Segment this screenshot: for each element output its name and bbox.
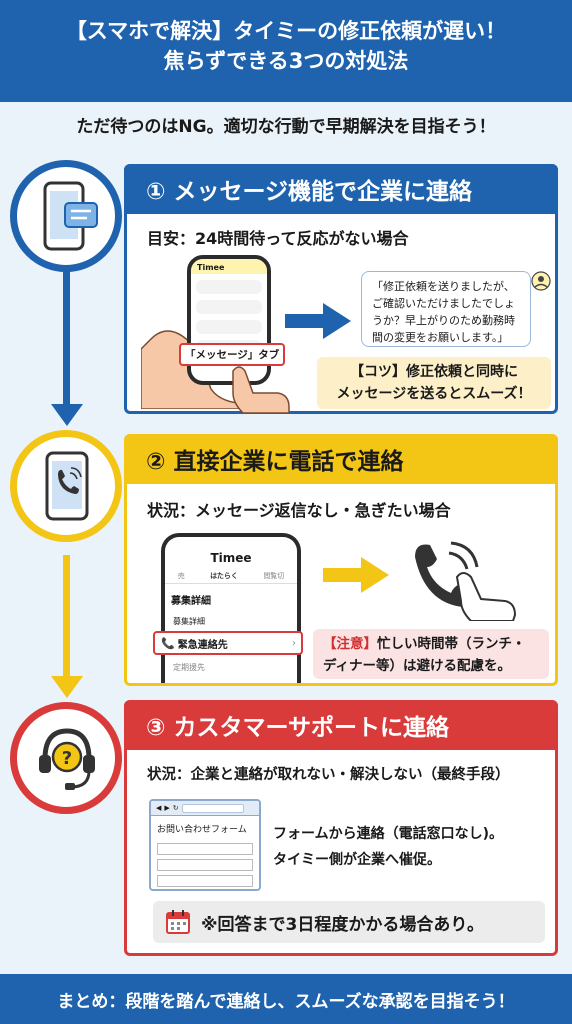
flow-arrow-2-icon	[51, 676, 83, 698]
form-field[interactable]	[157, 843, 253, 855]
page-header: 【スマホで解決】タイミーの修正依頼が遅い！ 焦らずできる3つの対処法	[0, 0, 572, 102]
svg-text:?: ?	[62, 748, 72, 769]
right-arrow-icon	[323, 557, 389, 593]
step3-desc-line1: フォームから連絡（電話窓口なし)。	[273, 826, 503, 842]
step1-tip-line2: メッセージを送るとスムーズ！	[336, 386, 532, 402]
step2-icon-circle	[10, 430, 122, 542]
step1-app-name: Timee	[191, 259, 267, 274]
step3-desc-line2: タイミー側が企業へ催促。	[273, 852, 441, 868]
step3-icon-circle: ?	[10, 702, 122, 814]
step2-panel: ② 直接企業に電話で連絡 状況：メッセージ返信なし・急ぎたい場合 Timee 売…	[124, 434, 558, 686]
step1-title: ① メッセージ機能で企業に連絡	[124, 164, 558, 214]
form-label: お問い合わせフォーム	[157, 825, 247, 835]
phone-small-icon: 📞	[161, 636, 175, 650]
step2-row[interactable]: 募集詳細	[165, 611, 297, 633]
inquiry-form-window: ◀ ▶ ↻ お問い合わせフォーム	[149, 799, 261, 891]
step1-tip-line1: 【コツ】修正依頼と同時に	[350, 364, 518, 380]
phone-message-icon	[43, 181, 98, 251]
step2-tab[interactable]: 売	[177, 572, 185, 580]
step2-tabs: 売 はたらく 閲覧切	[165, 571, 297, 584]
summary-footer: まとめ：段階を踏んで連絡し、スムーズな承認を目指そう！	[0, 974, 572, 1024]
step1-icon-circle	[10, 160, 122, 272]
step1-phone: Timee	[187, 255, 271, 385]
step2-subtitle: 状況：メッセージ返信なし・急ぎたい場合	[147, 501, 451, 520]
forward-icon[interactable]: ▶	[164, 804, 170, 812]
emergency-contact-row[interactable]: 📞 緊急連絡先 ›	[153, 631, 303, 655]
step1-panel: ① メッセージ機能で企業に連絡 目安：24時間待って反応がない場合 Timee …	[124, 164, 558, 414]
pointing-finger-icon	[455, 572, 517, 621]
address-bar[interactable]	[181, 803, 244, 813]
phone-call-icon	[45, 451, 89, 521]
step2-title: ② 直接企業に電話で連絡	[124, 434, 558, 484]
step2-app-name: Timee	[210, 551, 252, 565]
calendar-icon	[166, 910, 190, 934]
step3-notice: ※回答まで3日程度かかる場合あり。	[153, 901, 545, 943]
note-text-line2: ディナー等）は避ける配慮を。	[323, 658, 512, 674]
step2-phone: Timee 売 はたらく 閲覧切 募集詳細 募集詳細 定期援先	[161, 533, 301, 683]
page-title-line2: 焦らずできる3つの対処法	[163, 49, 409, 73]
step1-list-row	[196, 300, 262, 314]
chevron-right-icon: ›	[292, 637, 296, 649]
form-window-bar: ◀ ▶ ↻	[151, 801, 259, 816]
right-arrow-icon	[285, 303, 351, 339]
step1-list-row	[196, 320, 262, 334]
user-avatar-icon	[531, 271, 551, 291]
step2-row[interactable]: 定期援先	[173, 663, 205, 672]
step3-description: フォームから連絡（電話窓口なし)。 タイミー側が企業へ催促。	[273, 821, 503, 873]
step3-notice-text: ※回答まで3日程度かかる場合あり。	[201, 914, 485, 935]
flow-arrow-1-icon	[51, 404, 83, 426]
step1-subtitle: 目安：24時間待って反応がない場合	[147, 229, 409, 248]
note-text-line1: 忙しい時間帯（ランチ・	[377, 636, 526, 652]
flow-line-1	[63, 262, 70, 412]
note-label: 【注意】	[323, 636, 377, 652]
intro-text: ただ待つのはNG。適切な行動で早期解決を目指そう！	[76, 117, 496, 137]
step1-tip: 【コツ】修正依頼と同時に メッセージを送るとスムーズ！	[317, 357, 551, 409]
step3-panel: ③ カスタマーサポートに連絡 状況：企業と連絡が取れない・解決しない（最終手段）…	[124, 700, 558, 956]
step1-list-row	[196, 280, 262, 294]
flow-line-2	[63, 555, 70, 685]
pointing-finger-icon	[232, 366, 290, 413]
headset-support-icon: ?	[39, 728, 95, 790]
form-field[interactable]	[157, 875, 253, 887]
reload-icon[interactable]: ↻	[172, 804, 179, 812]
step2-screen-heading: 募集詳細	[171, 596, 211, 607]
step2-tab[interactable]: 閲覧切	[263, 572, 285, 580]
page-title-line1: 【スマホで解決】タイミーの修正依頼が遅い！	[65, 19, 507, 43]
message-bubble: 「修正依頼を送りましたが、ご確認いただけましたでしょうか？早上がりのため勤務時間…	[361, 271, 531, 347]
step2-tab[interactable]: はたらく	[210, 572, 238, 580]
emergency-contact-label: 緊急連絡先	[177, 639, 228, 651]
step3-subtitle: 状況：企業と連絡が取れない・解決しない（最終手段）	[147, 767, 510, 783]
back-icon[interactable]: ◀	[156, 804, 162, 812]
step3-title: ③ カスタマーサポートに連絡	[124, 700, 558, 750]
form-field[interactable]	[157, 859, 253, 871]
step2-note: 【注意】忙しい時間帯（ランチ・ ディナー等）は避ける配慮を。	[313, 629, 549, 679]
message-tab-callout[interactable]: 「メッセージ」タブ	[179, 343, 286, 366]
